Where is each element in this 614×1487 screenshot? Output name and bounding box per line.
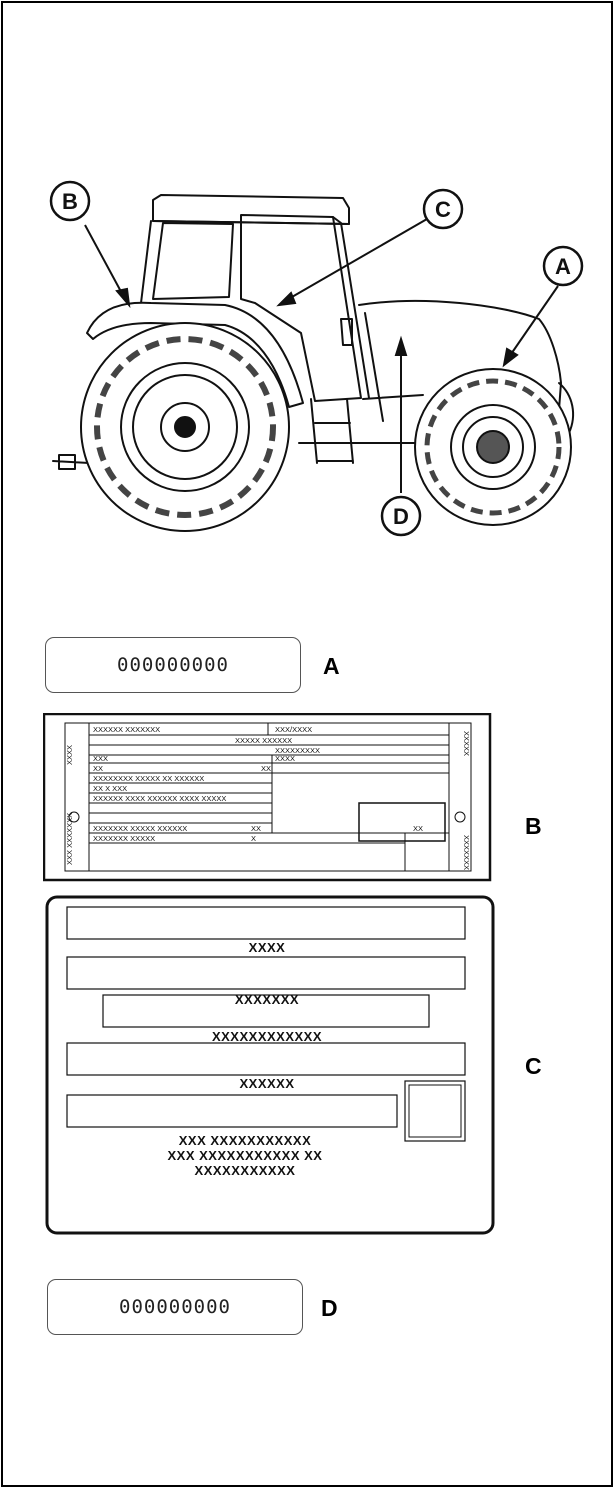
callout-circle-a — [542, 245, 584, 287]
door-handle — [340, 318, 353, 346]
plate-b-r4r: XXXX — [275, 754, 295, 763]
plate-b-r2: XXXXX XXXXXX — [235, 736, 292, 745]
plate-b-r5l: XX — [93, 764, 103, 773]
front-wheel — [414, 368, 572, 526]
plate-b-r8: XXXXXX XXXX XXXXXX XXXX XXXXX — [93, 794, 226, 803]
hood-front-panel — [364, 312, 384, 422]
chassis-step — [362, 394, 424, 400]
plate-c-field4: XXXXXX — [239, 1076, 294, 1091]
step-ladder — [310, 398, 354, 464]
plate-b-r1l: XXXXXX XXXXXXX — [93, 725, 160, 734]
plate-c-bottom2: XXX XXXXXXXXXXX XX — [168, 1148, 323, 1163]
plate-c-field3: XXXXXXXXXXXX — [212, 1029, 322, 1044]
callout-c: C — [435, 197, 451, 222]
drawbar — [52, 454, 90, 470]
plate-c-field1: XXXX — [249, 940, 286, 955]
callout-circle-c — [422, 188, 464, 230]
plate-b-r3: XXXXXXXXX — [275, 746, 320, 755]
plate-b-r4l: XXX — [93, 754, 108, 763]
leader-c — [284, 218, 428, 302]
door-frame-front — [332, 216, 370, 399]
cab-rear-post — [140, 220, 152, 304]
plate-b-r10l: XXXXXXX XXXXX — [93, 834, 155, 843]
plate-c-bottom3: XXXXXXXXXXX — [195, 1163, 296, 1178]
roof-rim — [152, 220, 350, 225]
plate-c-bottom1: XXX XXXXXXXXXXX — [179, 1133, 312, 1148]
id-plate-c: XXXX XXXXXXX XXXXXXXXXXXX XXXXXX XXX XXX… — [45, 895, 495, 1235]
plate-b-r9l: XXXXXXX XXXXX XXXXXX — [93, 824, 187, 833]
cab-door — [240, 214, 362, 402]
serial-plate-d: 000000000 — [47, 1279, 303, 1335]
plate-b-right-top: XXXXX — [462, 731, 471, 756]
plate-b-r5r: XX — [261, 764, 271, 773]
leader-b — [84, 224, 126, 300]
serial-number-d: 000000000 — [119, 1296, 231, 1318]
plate-label-d: D — [321, 1295, 338, 1321]
plate-b-r9m: XX — [251, 824, 261, 833]
serial-plate-a: 000000000 — [45, 637, 301, 693]
plate-b-left-top: XXXX — [65, 745, 74, 765]
plate-b-left-bottom: XXX XXXXXXX — [65, 813, 74, 865]
plate-b-right-bottom: XXXXXXX — [462, 835, 471, 870]
plate-b-r9r: XX — [413, 824, 423, 833]
tractor-illustration: B C A D — [49, 180, 584, 537]
callout-d: D — [393, 504, 409, 529]
leader-a — [508, 285, 559, 358]
callout-circle-b — [49, 180, 91, 222]
callout-circle-d — [380, 495, 422, 537]
plate-label-a: A — [323, 653, 340, 679]
plate-b-r10m: X — [251, 834, 256, 843]
rear-fender — [86, 301, 304, 408]
callout-a: A — [555, 254, 571, 279]
plate-b-r1r: XXX/XXXX — [275, 725, 312, 734]
callout-b: B — [62, 189, 78, 214]
serial-number-a: 000000000 — [117, 654, 229, 676]
cab-roof — [152, 194, 350, 225]
rear-wheel — [80, 322, 290, 532]
cab-rear-window — [152, 222, 234, 300]
plate-b-r7: XX X XXX — [93, 784, 127, 793]
id-plate-b: XXXX XXX XXXXXXX XXXXX XXXXXXX XXXXXX XX… — [43, 713, 492, 882]
plate-c-field2: XXXXXXX — [235, 992, 299, 1007]
plate-label-c: C — [525, 1053, 542, 1079]
plate-label-b: B — [525, 813, 542, 839]
plate-b-r6: XXXXXXXX XXXXX XX XXXXXX — [93, 774, 204, 783]
